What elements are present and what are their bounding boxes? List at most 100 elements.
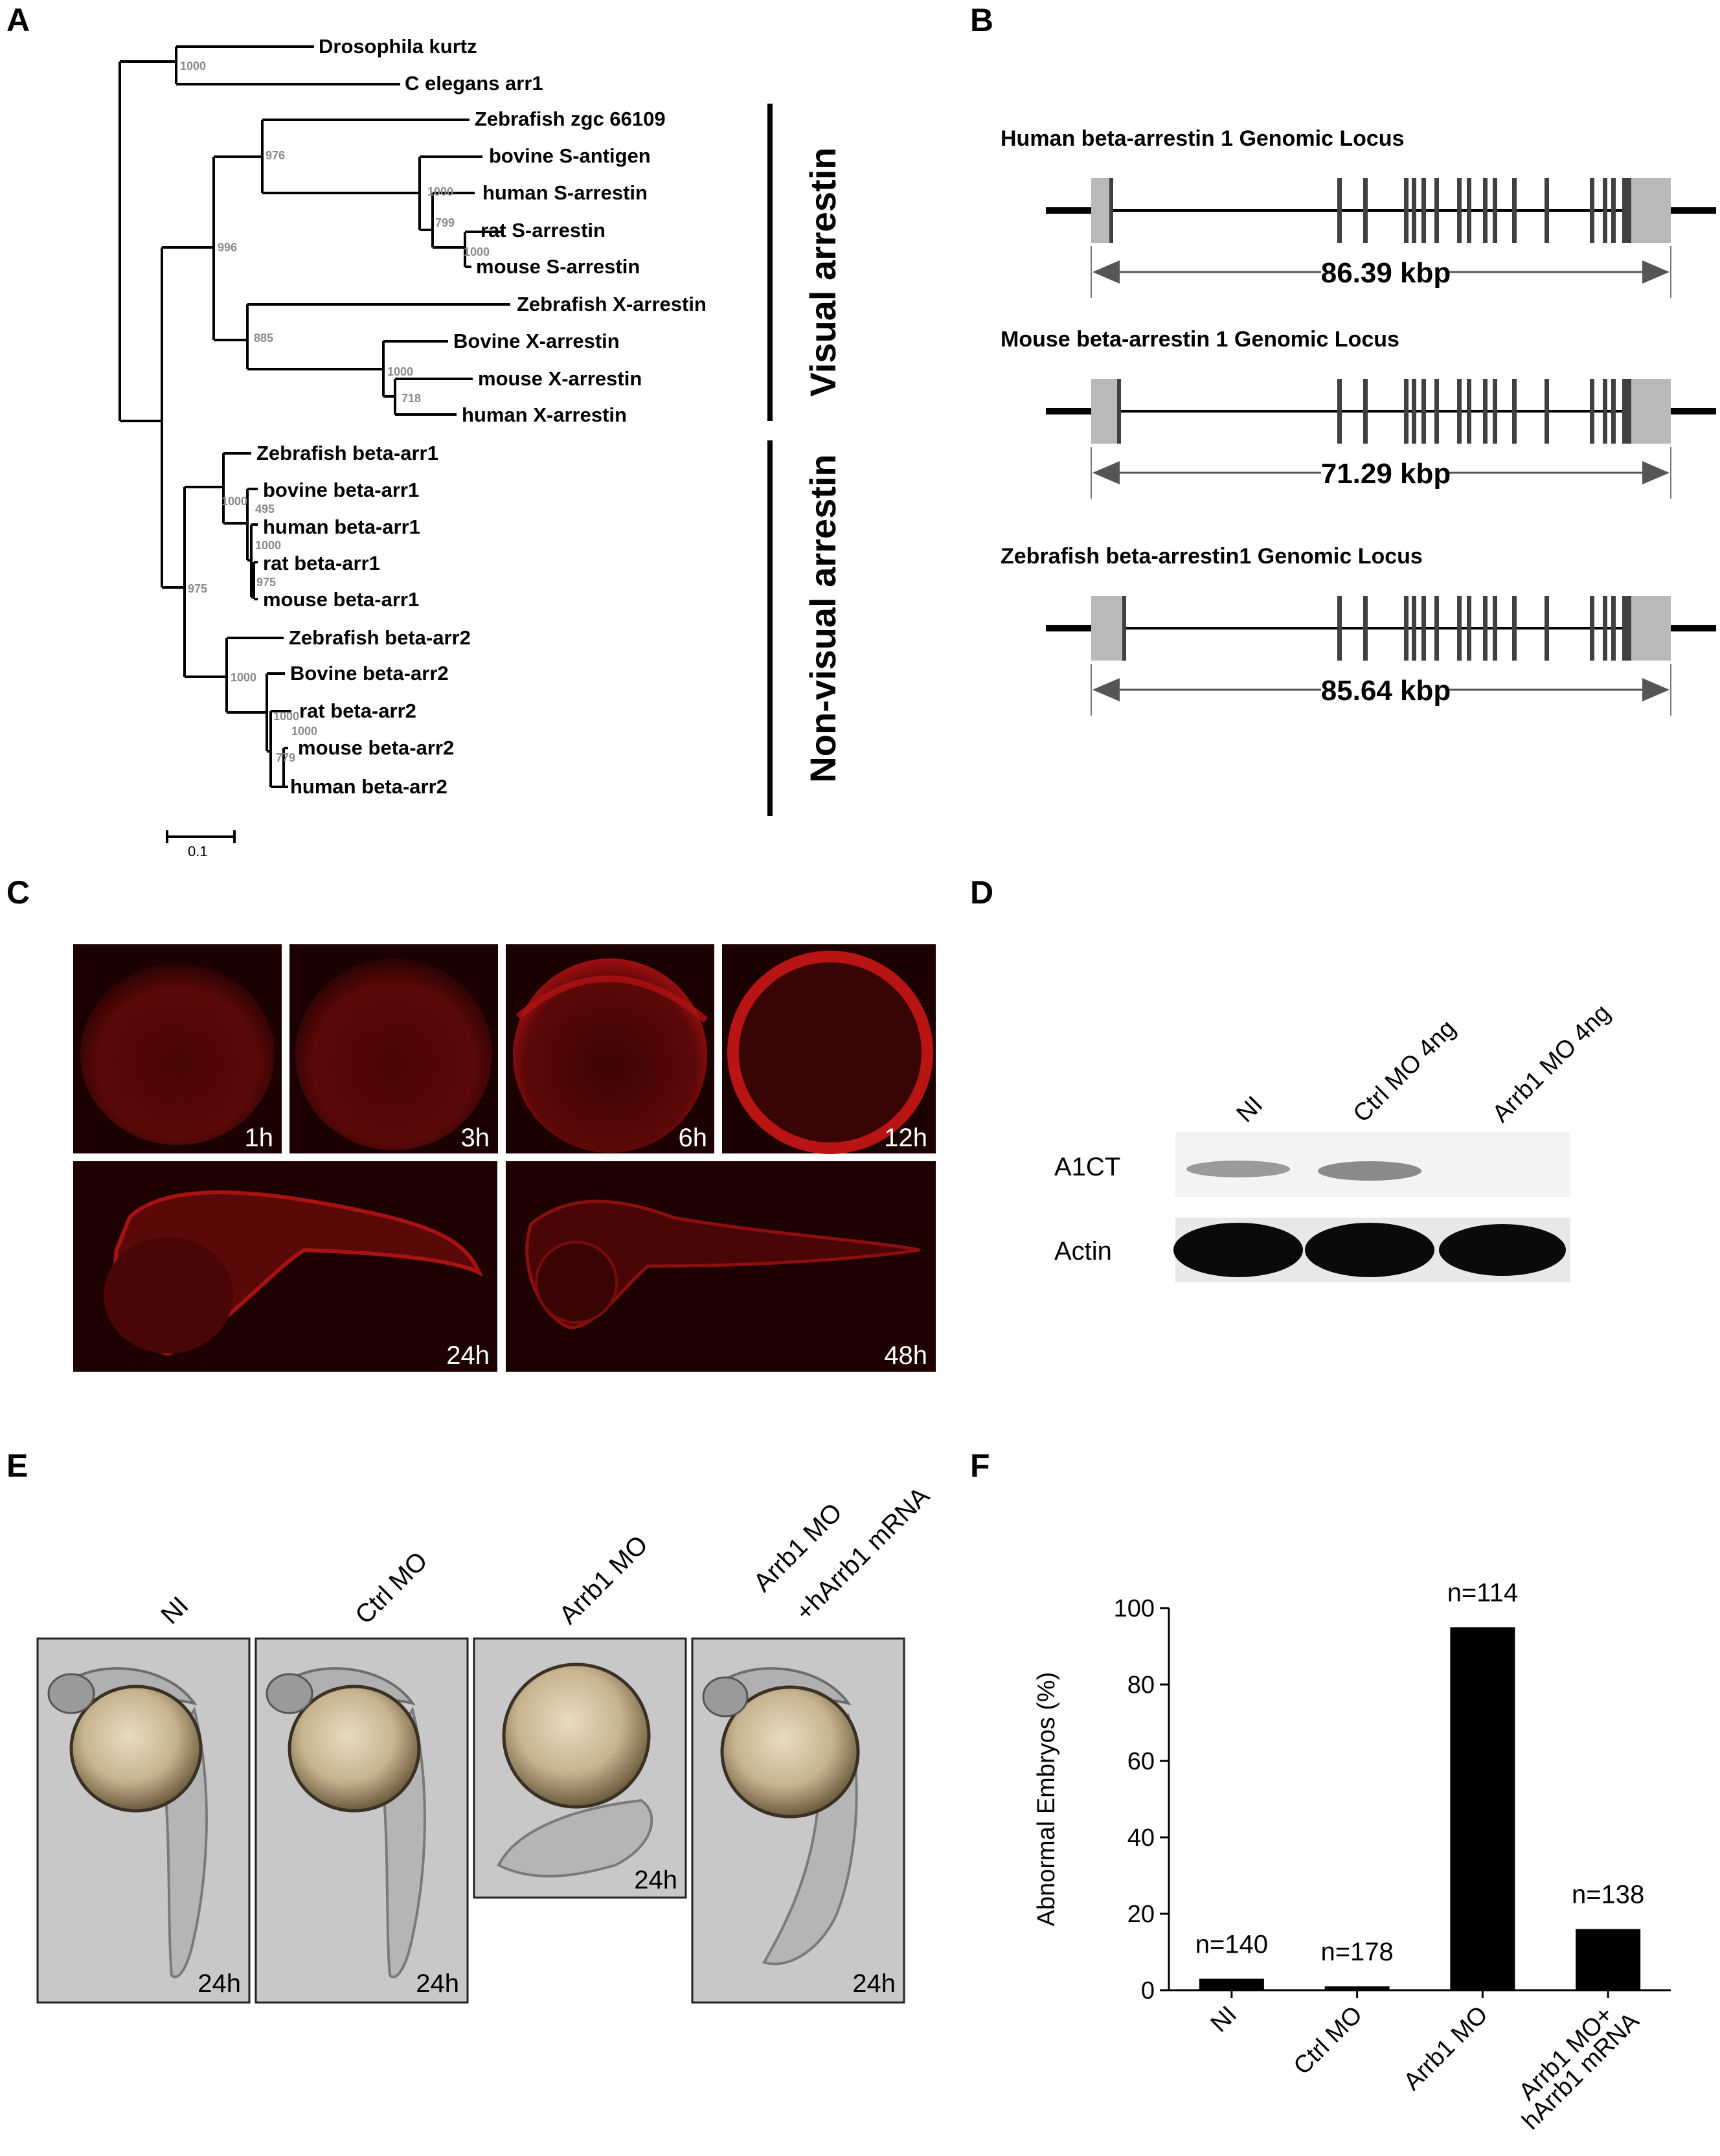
exon-mark xyxy=(1611,596,1616,661)
taxon-label: bovine beta-arr1 xyxy=(263,479,419,501)
taxon-label: mouse S-arrestin xyxy=(476,255,640,278)
exon-mark xyxy=(1603,596,1607,661)
utr-box xyxy=(1091,379,1117,444)
bootstrap-value: 1000 xyxy=(291,725,317,738)
taxon-label: Bovine X-arrestin xyxy=(453,330,620,352)
condition-label: NI xyxy=(155,1591,194,1629)
exon-mark xyxy=(1363,178,1368,243)
y-axis-label: Abnormal Embryos (%) xyxy=(1033,1672,1060,1927)
bootstrap-value: 976 xyxy=(266,149,285,162)
bootstrap-value: 718 xyxy=(402,392,421,405)
exon-mark xyxy=(1337,178,1342,243)
blot-row-label: Actin xyxy=(1054,1237,1112,1265)
phylogenetic-tree xyxy=(119,45,510,843)
bootstrap-value: 975 xyxy=(256,576,276,589)
exon-mark xyxy=(1622,379,1631,444)
exon-mark xyxy=(1590,596,1594,661)
utr-box xyxy=(1629,178,1671,243)
exon-mark xyxy=(1512,596,1517,661)
exon-mark xyxy=(1434,596,1439,661)
taxon-label: Zebrafish zgc 66109 xyxy=(475,108,666,130)
taxon-label: Zebrafish beta-arr1 xyxy=(256,442,438,464)
bar xyxy=(1324,1986,1390,1990)
exon-mark xyxy=(1483,178,1488,243)
exon-mark xyxy=(1493,596,1497,661)
locus-title: Human beta-arrestin 1 Genomic Locus xyxy=(1001,126,1405,151)
x-tick-label: Ctrl MO xyxy=(1289,2001,1368,2080)
visual-group-bar xyxy=(767,104,773,421)
taxon-label: rat S-arrestin xyxy=(481,219,605,242)
lane-label: Ctrl MO 4ng xyxy=(1348,1015,1462,1128)
panel-label-f: F xyxy=(970,1447,990,1484)
bootstrap-value: 1000 xyxy=(221,495,247,508)
taxon-label: bovine S-antigen xyxy=(489,144,651,167)
taxon-label: mouse beta-arr2 xyxy=(298,736,454,759)
utr-box xyxy=(1091,178,1109,243)
band xyxy=(1439,1224,1566,1276)
bootstrap-value: 779 xyxy=(276,751,295,764)
nonvisual-group-bar xyxy=(767,440,773,816)
band xyxy=(1318,1161,1421,1181)
bootstrap-values: 1000 976 1000 799 1000 996 885 1000 718 … xyxy=(180,60,490,764)
exon-mark xyxy=(1483,379,1488,444)
exon-mark xyxy=(1337,379,1342,444)
x-tick-label: Arrb1 MO xyxy=(1399,2001,1493,2096)
taxon-label: Bovine beta-arr2 xyxy=(290,662,449,685)
bootstrap-value: 1000 xyxy=(464,245,490,258)
condition-label: Ctrl MO xyxy=(350,1547,433,1630)
exon-mark xyxy=(1404,178,1409,243)
bar xyxy=(1576,1929,1641,1990)
exon-mark xyxy=(1457,178,1462,243)
bootstrap-value: 1000 xyxy=(255,539,281,552)
lane-label: NI xyxy=(1232,1091,1269,1128)
timepoint-label: 3h xyxy=(461,1124,490,1152)
bootstrap-value: 799 xyxy=(435,216,455,229)
bar-annotation: n=140 xyxy=(1195,1930,1268,1958)
utr-box xyxy=(1629,596,1671,661)
bar-annotation: n=114 xyxy=(1447,1579,1518,1607)
fluorescence-panels: 1h 3h 6h 12h 24h 48h xyxy=(73,944,936,1372)
bootstrap-value: 1000 xyxy=(180,60,206,73)
timepoint-label: 6h xyxy=(679,1124,708,1152)
timepoint-label: 24h xyxy=(446,1341,490,1370)
exon-mark xyxy=(1493,178,1497,243)
taxon-label: Zebrafish beta-arr2 xyxy=(289,626,471,649)
taxon-label: Zebrafish X-arrestin xyxy=(517,293,707,315)
exon-mark xyxy=(1421,379,1426,444)
bar xyxy=(1199,1979,1264,1990)
exon-mark xyxy=(1122,596,1126,661)
exon-mark xyxy=(1483,596,1488,661)
taxon-label: rat beta-arr1 xyxy=(263,552,380,574)
locus-length: 71.29 kbp xyxy=(1321,458,1451,490)
exon-mark xyxy=(1603,178,1607,243)
tree-tip-labels: Drosophila kurtz C elegans arr1 Zebrafis… xyxy=(256,35,707,798)
embryo-time-label: 24h xyxy=(198,1969,241,1998)
y-tick-label: 20 xyxy=(1127,1901,1155,1928)
exon-mark xyxy=(1590,178,1594,243)
exon-mark xyxy=(1363,379,1368,444)
taxon-label: C elegans arr1 xyxy=(405,72,543,95)
condition-label: Arrb1 MO xyxy=(554,1530,653,1630)
embryo-time-label: 24h xyxy=(634,1866,677,1894)
exon-mark xyxy=(1545,379,1549,444)
exon-mark xyxy=(1590,379,1594,444)
bar-annotation: n=138 xyxy=(1572,1881,1644,1909)
timepoint-label: 12h xyxy=(884,1124,927,1152)
exon-mark xyxy=(1337,596,1342,661)
exon-mark xyxy=(1109,178,1113,243)
y-tick-label: 80 xyxy=(1127,1672,1155,1699)
panel-label-b: B xyxy=(970,2,993,38)
bootstrap-value: 1000 xyxy=(273,710,299,723)
exon-mark xyxy=(1404,379,1409,444)
panel-label-a: A xyxy=(6,2,30,38)
utr-box xyxy=(1629,379,1671,444)
band xyxy=(1186,1161,1290,1177)
panel-label-e: E xyxy=(6,1447,28,1484)
bar xyxy=(1450,1627,1515,1990)
y-tick-label: 100 xyxy=(1114,1595,1155,1622)
condition-label: +hArrb1 mRNA xyxy=(790,1481,935,1626)
exon-mark xyxy=(1434,379,1439,444)
exon-mark xyxy=(1467,596,1471,661)
exon-mark xyxy=(1421,596,1426,661)
